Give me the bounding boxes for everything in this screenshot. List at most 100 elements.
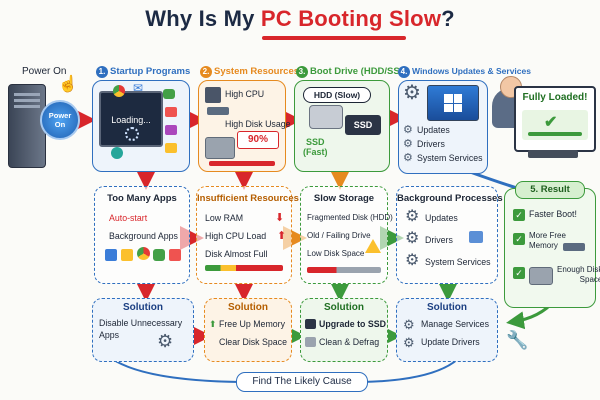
chat-icon bbox=[163, 89, 175, 99]
usage-bar bbox=[209, 161, 275, 166]
step-2-title: System Resources bbox=[214, 66, 300, 77]
result-item-3: Enough Disk Space bbox=[557, 265, 600, 284]
wrench-icon: 🔧 bbox=[506, 330, 529, 350]
windows-logo-icon bbox=[444, 94, 462, 112]
service-updates: Updates bbox=[417, 125, 450, 135]
up-arrow-icon: ⬆ bbox=[209, 319, 217, 329]
loading-monitor: Loading... bbox=[99, 91, 163, 147]
step-2-panel: High CPU High Disk Usage 90% bbox=[198, 80, 291, 172]
gear-icon: ⚙ bbox=[405, 252, 420, 269]
keyboard bbox=[528, 150, 578, 158]
step-4-panel: ⚙ Updates Drivers System Services ⚙ ⚙ ⚙ bbox=[398, 80, 488, 174]
checkmark-icon: ✔ bbox=[544, 114, 558, 131]
hard-drive-icon bbox=[205, 137, 235, 159]
gear-icon: ⚙ bbox=[403, 82, 421, 104]
gear-icon: ⚙ bbox=[403, 124, 413, 136]
storage-bar bbox=[307, 267, 381, 273]
gear-icon: ⚙ bbox=[405, 230, 420, 247]
solution-box-resources: Solution Free Up Memory Clear Disk Space… bbox=[204, 298, 292, 362]
loading-text: Loading... bbox=[111, 115, 151, 125]
cause-resources-item-1: Low RAM bbox=[205, 213, 244, 223]
cause-background-item-3: System Services bbox=[425, 257, 491, 267]
hdd-text: HDD (Slow) bbox=[313, 90, 361, 100]
solution-box-storage: Solution Upgrade to SSD Clean & Defrag bbox=[300, 298, 388, 362]
app-icon bbox=[169, 249, 181, 261]
ssd-icon bbox=[305, 319, 316, 329]
cause-resources-heading: Insufficient Resources bbox=[197, 193, 299, 204]
solution-background-item-1: Manage Services bbox=[421, 319, 489, 329]
result-panel: 5. Result ✓ Faster Boot! ✓ More Free Mem… bbox=[504, 181, 600, 308]
cause-box-background: Background Processes ⚙ Updates ⚙ Drivers… bbox=[396, 186, 503, 284]
step-1-num: 1. bbox=[96, 66, 108, 78]
solution-box-apps: Solution Disable Unnecessary Apps ⚙ bbox=[92, 298, 194, 362]
gear-icon: ⚙ bbox=[157, 331, 174, 351]
fully-loaded-text: Fully Loaded! bbox=[522, 92, 588, 103]
warning-icon bbox=[365, 239, 381, 253]
spotify-icon bbox=[111, 147, 123, 159]
footer-label: Find The Likely Cause bbox=[236, 372, 368, 392]
step-1-label: 1.Startup Programs bbox=[96, 66, 190, 78]
high-cpu-label: High CPU bbox=[225, 89, 265, 99]
step-2-label: 2.System Resources bbox=[200, 66, 299, 78]
title-highlight: PC Booting Slow bbox=[260, 6, 442, 31]
result-item-2: More Free Memory bbox=[529, 231, 566, 250]
check-icon: ✓ bbox=[513, 209, 525, 221]
title-underline bbox=[262, 36, 406, 40]
service-drivers: Drivers bbox=[417, 139, 445, 149]
gear-icon: ⚙ bbox=[403, 152, 413, 164]
hard-drive-icon bbox=[529, 267, 553, 285]
chrome-icon bbox=[137, 247, 150, 260]
high-disk-label: High Disk Usage bbox=[225, 119, 291, 129]
spinner-icon bbox=[125, 127, 139, 141]
up-arrow-icon: ⬆ bbox=[277, 230, 287, 242]
cause-background-item-2: Drivers bbox=[425, 235, 453, 245]
app-icon bbox=[165, 107, 177, 117]
step-4-label: 4.Windows Updates & Services bbox=[398, 66, 531, 78]
cause-box-storage: Slow Storage Fragmented Disk (HDD) Old /… bbox=[300, 186, 393, 284]
cause-storage-item-2: Old / Failing Drive bbox=[307, 231, 371, 240]
solution-heading: Solution bbox=[123, 302, 163, 313]
step-1-panel: Loading... ✉ bbox=[92, 80, 190, 172]
step-4-num: 4. bbox=[398, 66, 410, 78]
power-button[interactable]: Power On bbox=[40, 100, 80, 140]
cpu-icon bbox=[205, 87, 221, 103]
check-icon: ✓ bbox=[513, 233, 525, 245]
cause-box-apps: Too Many Apps Auto-start Background Apps bbox=[94, 186, 190, 284]
solution-heading: Solution bbox=[324, 302, 364, 313]
windows-monitor bbox=[427, 85, 479, 121]
cause-apps-heading: Too Many Apps bbox=[107, 193, 177, 204]
cause-box-resources: Insufficient Resources Low RAM High CPU … bbox=[196, 186, 299, 284]
result-item-1: Faster Boot! bbox=[529, 209, 577, 219]
result-heading: 5. Result bbox=[515, 181, 585, 199]
app-icon bbox=[105, 249, 117, 261]
cause-storage-heading: Slow Storage bbox=[313, 193, 375, 204]
folder-icon bbox=[165, 143, 177, 153]
step-2-num: 2. bbox=[200, 66, 212, 78]
chrome-icon bbox=[113, 85, 125, 97]
cause-background-heading: Background Processes bbox=[397, 193, 503, 204]
disk-full-bar bbox=[205, 265, 283, 271]
cause-storage-item-1: Fragmented Disk (HDD) bbox=[307, 213, 393, 222]
cause-resources-item-3: Disk Almost Full bbox=[205, 249, 268, 259]
ram-icon bbox=[207, 107, 229, 115]
hdd-badge: HDD (Slow) bbox=[303, 87, 371, 103]
solution-apps-item: Disable Unnecessary Apps bbox=[99, 318, 183, 340]
pc-tower bbox=[8, 84, 46, 168]
step-3-label: 3.Boot Drive (HDD/SSD) bbox=[296, 66, 410, 78]
solution-heading: Solution bbox=[228, 302, 268, 313]
driver-icon bbox=[469, 231, 483, 243]
hdd-icon bbox=[305, 337, 316, 347]
media-icon bbox=[165, 125, 177, 135]
step-1-title: Startup Programs bbox=[110, 66, 191, 77]
gear-icon: ⚙ bbox=[403, 335, 415, 350]
step-4-title: Windows Updates & Services bbox=[412, 66, 531, 76]
app-icon bbox=[121, 249, 133, 261]
cause-background-item-1: Updates bbox=[425, 213, 458, 223]
disk-percent: 90% bbox=[237, 131, 279, 149]
step-3-panel: HDD (Slow) SSD SSD (Fast) bbox=[294, 80, 390, 172]
gear-icon: ⚙ bbox=[403, 317, 415, 332]
gear-icon: ⚙ bbox=[405, 208, 420, 225]
step-3-title: Boot Drive (HDD/SSD) bbox=[310, 66, 410, 77]
check-list: ✔ bbox=[522, 110, 588, 140]
pointing-hand-icon: ☝ bbox=[58, 76, 78, 93]
